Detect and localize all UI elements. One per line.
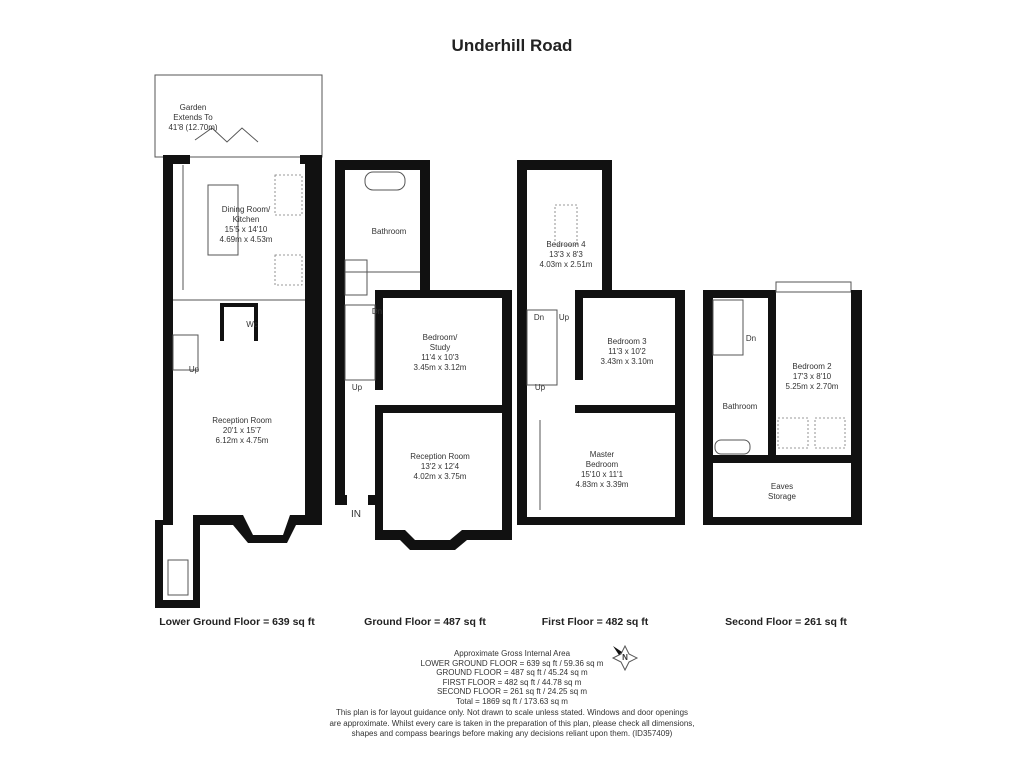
lower-ground-floor-plan: [154, 74, 323, 608]
room-ground-bathroom: Bathroom: [371, 227, 407, 236]
stairs-up-label-2: Up: [534, 383, 546, 392]
ground-floor-plan: [335, 160, 512, 550]
stairs-up-label: Up: [188, 365, 200, 374]
second-floor-plan: [703, 281, 862, 525]
kitchen-island: [207, 184, 239, 256]
plan-title: Underhill Road: [451, 36, 573, 55]
first-floor-plan: [517, 160, 685, 525]
stairs-up-label: Up: [351, 383, 363, 392]
stairs-up-label: Up: [558, 313, 570, 322]
stairs-down-label: Dn: [745, 334, 757, 343]
stairs: [172, 334, 199, 371]
disclaimer: This plan is for layout guidance only. N…: [329, 708, 695, 738]
lower-ground-floor-caption: Lower Ground Floor = 639 sq ft: [159, 616, 315, 628]
ground-floor-caption: Ground Floor = 487 sq ft: [364, 616, 486, 628]
first-floor-caption: First Floor = 482 sq ft: [541, 616, 649, 628]
gross-internal-area: Approximate Gross Internal Area LOWER GR…: [420, 649, 604, 706]
room-wc: Wc: [246, 320, 258, 329]
second-floor-caption: Second Floor = 261 sq ft: [725, 616, 847, 628]
entrance-label: IN: [351, 509, 361, 520]
room-second-bathroom: Bathroom: [722, 402, 758, 411]
compass-north-label: N: [622, 653, 628, 662]
bifold-door-icon: [194, 127, 259, 143]
compass-icon: [611, 644, 639, 672]
garden-outline: [154, 74, 323, 158]
stairs-down-label: Dn: [533, 313, 545, 322]
stairs-down-label: Dn: [371, 307, 383, 316]
